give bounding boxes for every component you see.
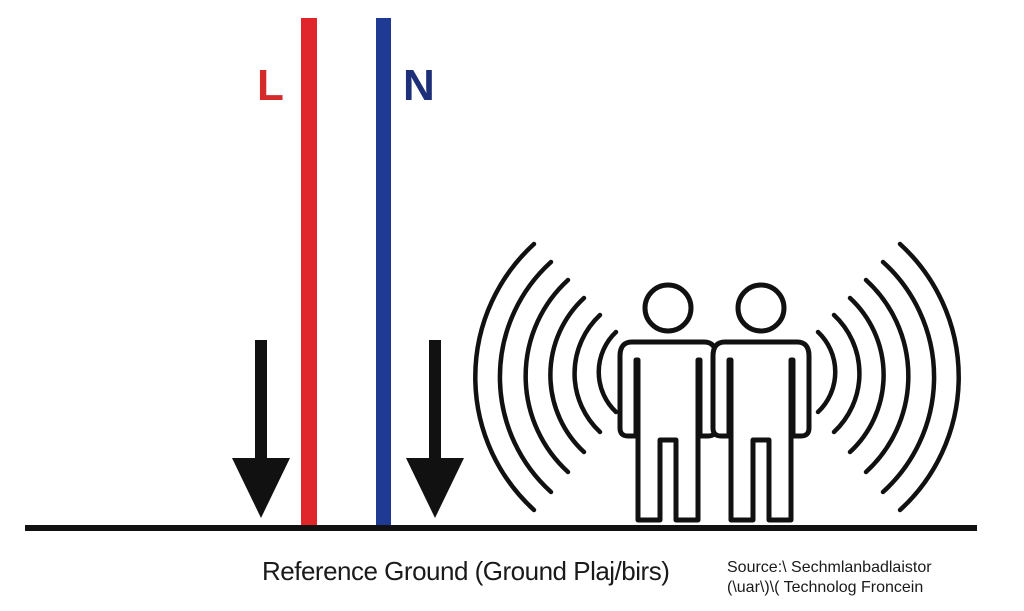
ground-plane-line	[25, 525, 977, 531]
signal-wave-icon	[815, 241, 961, 513]
neutral-wire	[376, 18, 391, 528]
neutral-wire-label: N	[403, 61, 435, 110]
down-arrow-icon	[232, 340, 290, 518]
source-line-2: (\uar\)\( Technolog Froncein	[727, 579, 924, 596]
down-arrow-icon	[406, 340, 464, 518]
line-wire	[301, 18, 317, 528]
person-icon	[617, 282, 719, 523]
person-icon	[710, 282, 812, 523]
reference-ground-caption: Reference Ground (Ground Plaj/birs)	[262, 556, 670, 586]
signal-wave-icon	[473, 241, 619, 513]
source-line-1: Source:\ Sechmlanbadlaistor	[727, 559, 932, 576]
source-credit: Source:\ Sechmlanbadlaistor (\uar\)\( Te…	[727, 558, 932, 598]
line-wire-label: L	[257, 61, 284, 110]
